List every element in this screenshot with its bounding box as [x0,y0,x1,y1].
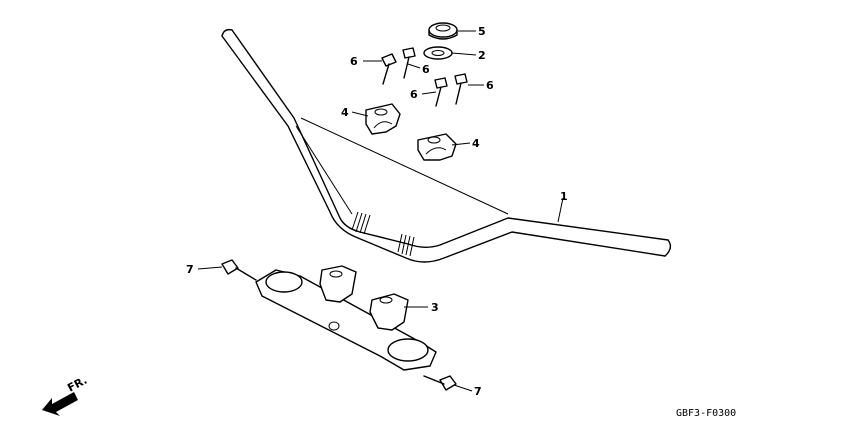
callout-lower-holder: 3 [431,301,439,314]
bolt-c [434,77,448,107]
handlebar [221,28,672,263]
direction-label: FR. [65,374,89,395]
callout-bolt-a: 6 [350,55,358,68]
figure-code: GBF3-F0300 [676,408,736,419]
leader-lines [197,30,564,392]
knurl-left [351,211,371,235]
bolt-d [454,73,468,105]
callout-handlebar: 1 [560,190,568,203]
callout-bolt-bottom: 7 [474,385,482,398]
callout-bolt-left: 7 [186,263,194,276]
knurl-right [397,233,415,257]
front-arrow-icon [42,392,78,416]
callout-bolt-b: 6 [422,63,430,76]
callout-nut: 5 [478,25,486,38]
bolt-left [221,259,257,281]
lower-holder [255,265,437,371]
washer [423,46,453,60]
bolt-b [402,47,416,79]
callout-upper-holder-right: 4 [472,137,480,150]
callout-bolt-c: 6 [410,88,418,101]
upper-holder-right [417,133,457,161]
nut [428,22,458,40]
callout-upper-holder-left: 4 [341,106,349,119]
callout-bolt-d: 6 [486,79,494,92]
upper-holder-left [365,103,401,135]
callout-washer: 2 [478,49,486,62]
bolt-a [381,53,397,85]
bolt-bottom [423,375,457,391]
